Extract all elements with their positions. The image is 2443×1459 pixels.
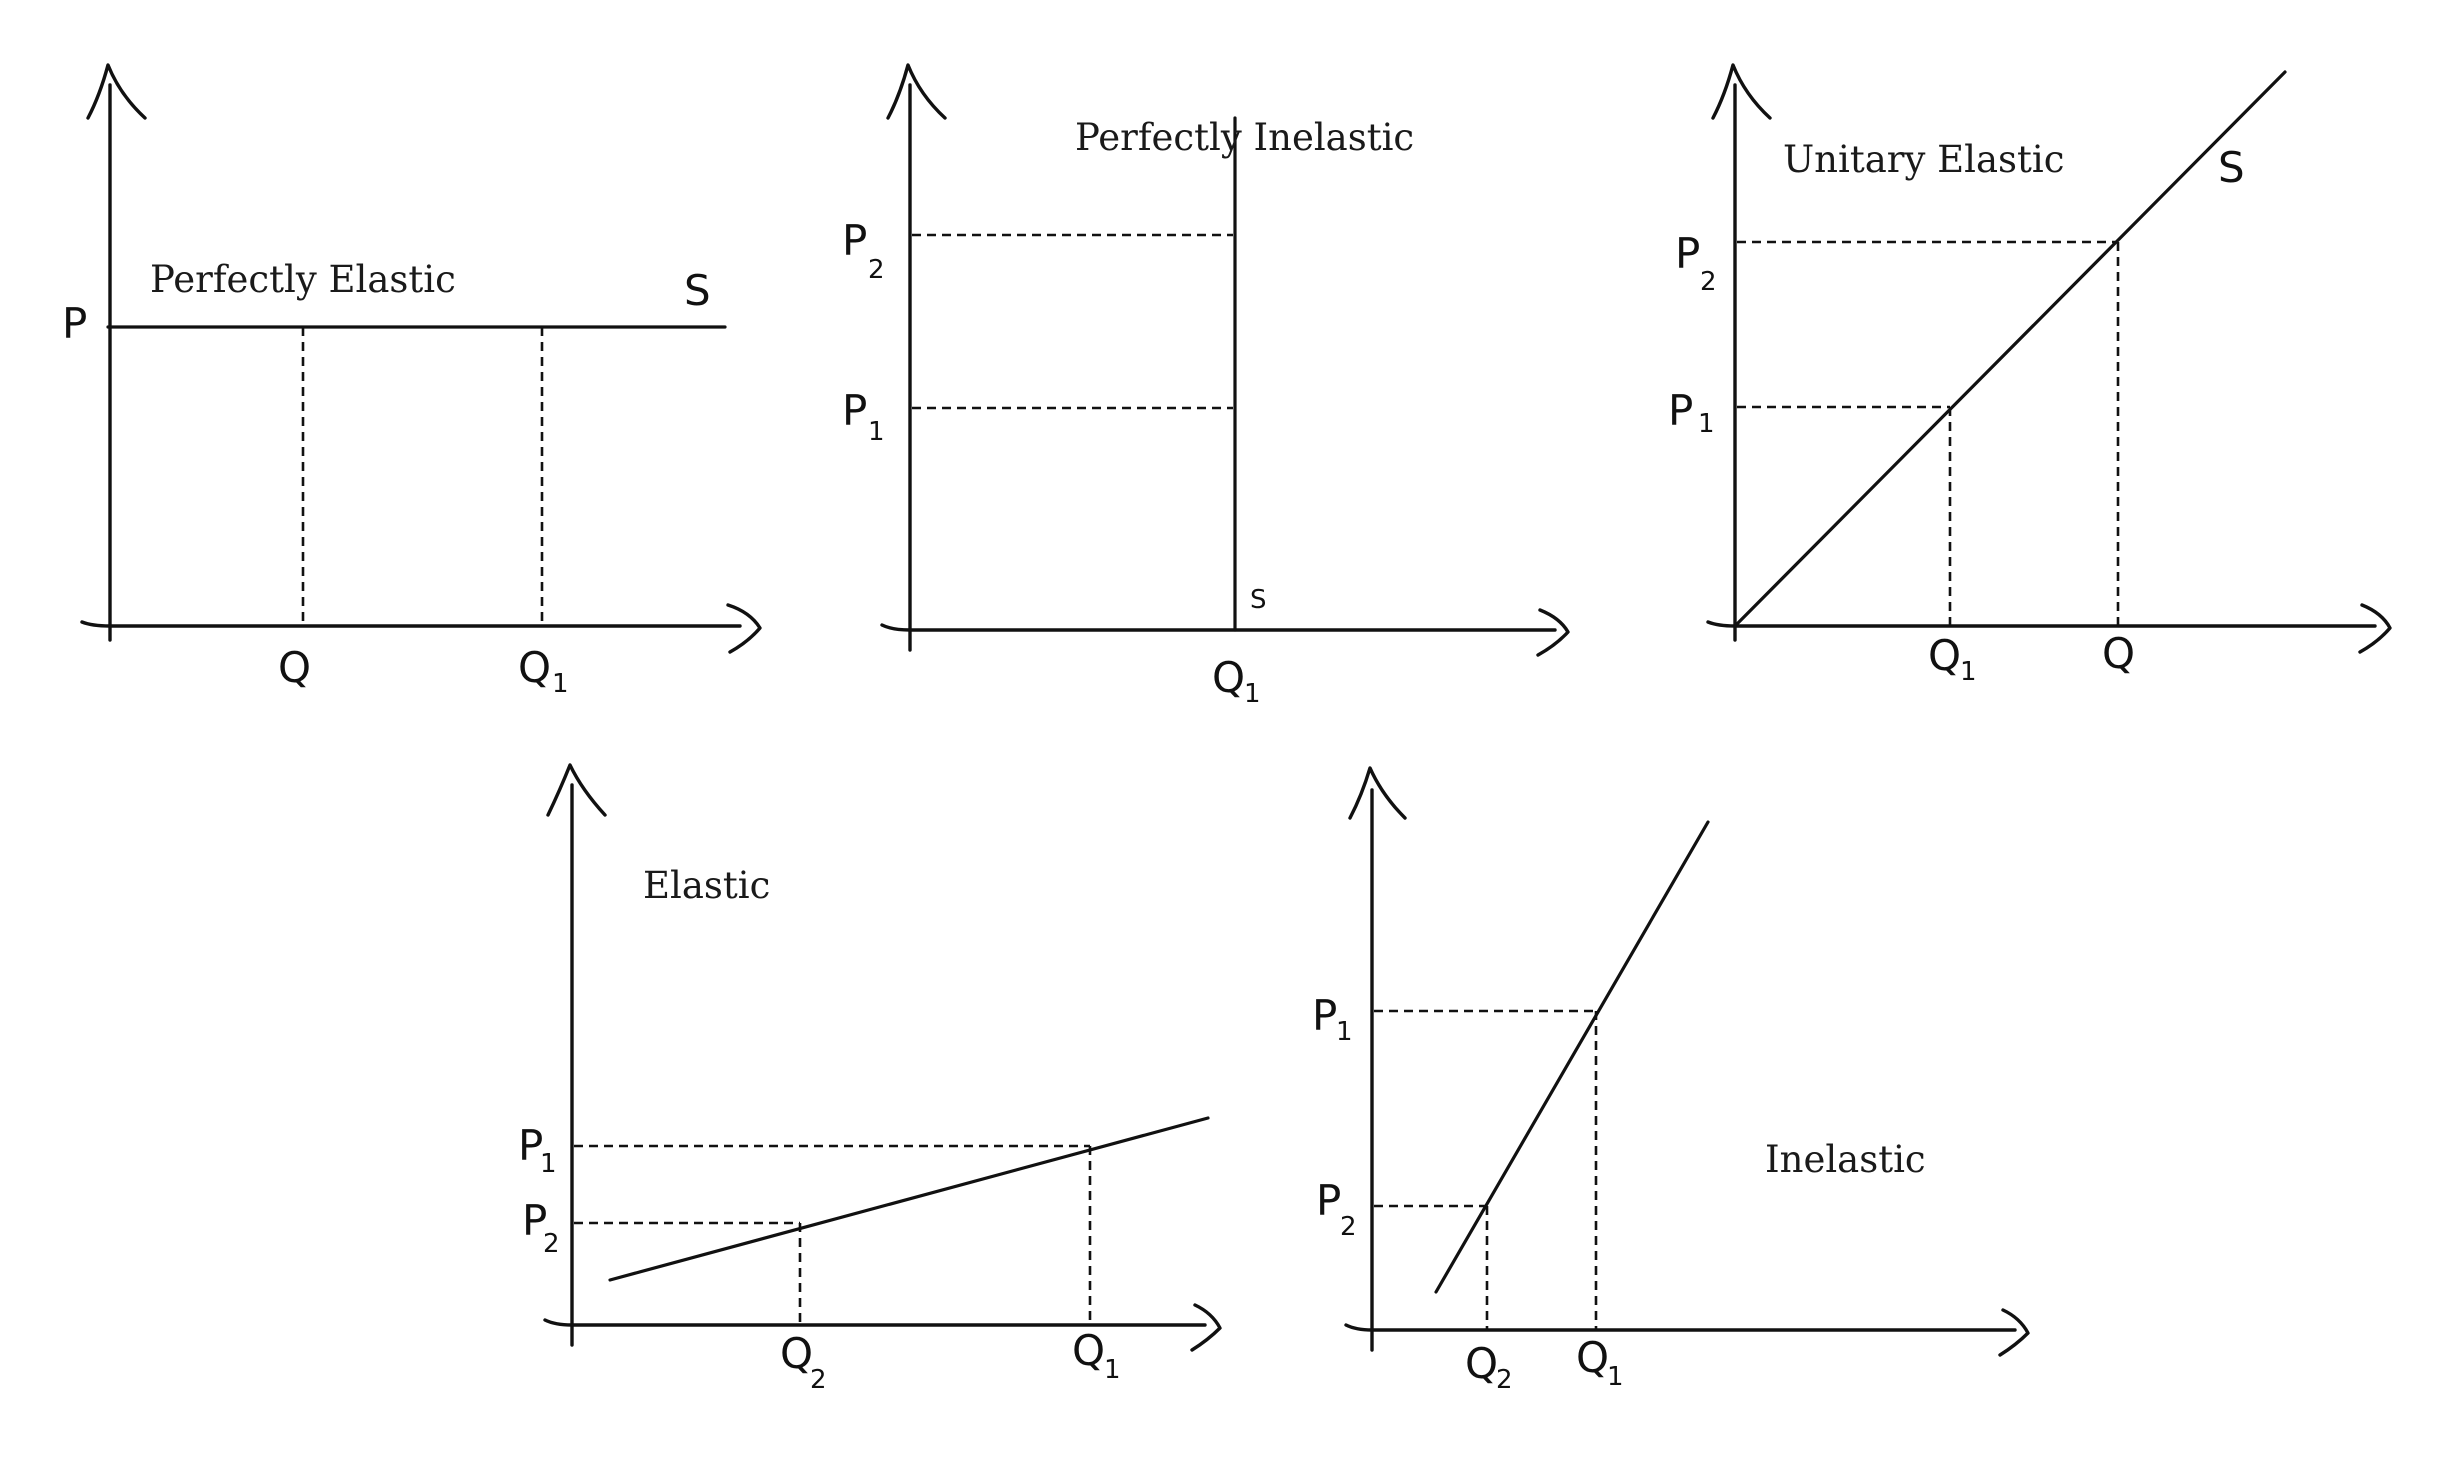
- y-label-p1: P: [1312, 991, 1337, 1040]
- panel-perfectly-inelastic: Perfectly Inelastic S P 2 P 1 Q 1: [842, 63, 1570, 709]
- x-axis: [880, 623, 1557, 632]
- y-label-p1-subscript: 1: [1698, 409, 1715, 439]
- y-label-p2-subscript: 2: [1340, 1212, 1357, 1242]
- panel-unitary-elastic: Unitary Elastic S P 2 P 1 Q 1 Q: [1668, 63, 2392, 687]
- y-label-p2: P: [1675, 229, 1700, 278]
- x-label-q2: Q: [780, 1329, 813, 1378]
- y-label-p1-subscript: 1: [1336, 1017, 1353, 1047]
- y-axis-arrow: [1348, 766, 1407, 820]
- x-label-q1: Q: [1212, 653, 1245, 702]
- y-label-p1: P: [1668, 386, 1693, 435]
- chart-title: Perfectly Inelastic: [1075, 116, 1414, 159]
- supply-label: S: [1250, 585, 1267, 615]
- x-axis-arrow: [1536, 608, 1570, 657]
- chart-title: Elastic: [643, 864, 770, 907]
- y-label-p2-subscript: 2: [543, 1229, 560, 1259]
- x-label-q1-subscript: 1: [1244, 679, 1261, 709]
- panel-perfectly-elastic: Perfectly Elastic S P Q Q 1: [62, 63, 762, 699]
- y-label-p2-subscript: 2: [1700, 267, 1717, 297]
- y-label-p2-subscript: 2: [868, 255, 885, 285]
- x-axis: [1706, 620, 2377, 628]
- chart-title: Inelastic: [1765, 1138, 1926, 1181]
- x-label-q2: Q: [1465, 1339, 1498, 1388]
- panel-elastic: Elastic P 1 P 2 Q 2 Q 1: [518, 763, 1222, 1395]
- x-axis: [80, 620, 742, 628]
- y-axis-arrow: [86, 63, 147, 120]
- supply-curve: [608, 1116, 1210, 1282]
- x-label-q1: Q: [1928, 631, 1961, 680]
- chart-title: Perfectly Elastic: [150, 258, 456, 301]
- y-label-p1-subscript: 1: [868, 417, 885, 447]
- y-label-p2: P: [522, 1196, 547, 1245]
- supply-curve: [1733, 70, 2287, 628]
- x-axis: [1344, 1323, 2017, 1332]
- supply-label: S: [2218, 143, 2245, 192]
- x-label-q2-subscript: 2: [1496, 1365, 1513, 1395]
- x-label-q1-subscript: 1: [1104, 1355, 1121, 1385]
- supply-curve: [1434, 820, 1710, 1294]
- x-label-q: Q: [278, 643, 311, 692]
- y-label-p2: P: [1316, 1176, 1341, 1225]
- y-axis-arrow: [886, 63, 947, 120]
- x-label-q2-subscript: 2: [810, 1365, 827, 1395]
- y-axis-arrow: [546, 763, 607, 817]
- x-axis-arrow: [2358, 603, 2392, 654]
- x-label-q1-subscript: 1: [1607, 1362, 1624, 1392]
- y-label-p2: P: [842, 216, 867, 265]
- y-label-p1: P: [518, 1121, 543, 1170]
- x-axis-arrow: [1190, 1303, 1222, 1352]
- y-label-p1: P: [842, 386, 867, 435]
- x-axis-arrow: [1998, 1308, 2030, 1357]
- x-label-q1: Q: [1072, 1326, 1105, 1375]
- x-label-q: Q: [2102, 629, 2135, 678]
- y-label-p: P: [62, 299, 87, 348]
- x-label-q1-subscript: 1: [552, 669, 569, 699]
- y-label-p1-subscript: 1: [540, 1149, 557, 1179]
- x-label-q1-subscript: 1: [1960, 657, 1977, 687]
- x-axis-arrow: [726, 603, 762, 654]
- panel-inelastic: Inelastic P 1 P 2 Q 2 Q 1: [1312, 766, 2030, 1395]
- x-axis: [543, 1318, 1207, 1327]
- x-label-q1: Q: [1576, 1333, 1609, 1382]
- y-axis-arrow: [1711, 63, 1772, 120]
- x-label-q1: Q: [518, 643, 551, 692]
- chart-title: Unitary Elastic: [1783, 138, 2064, 181]
- supply-label: S: [684, 266, 711, 315]
